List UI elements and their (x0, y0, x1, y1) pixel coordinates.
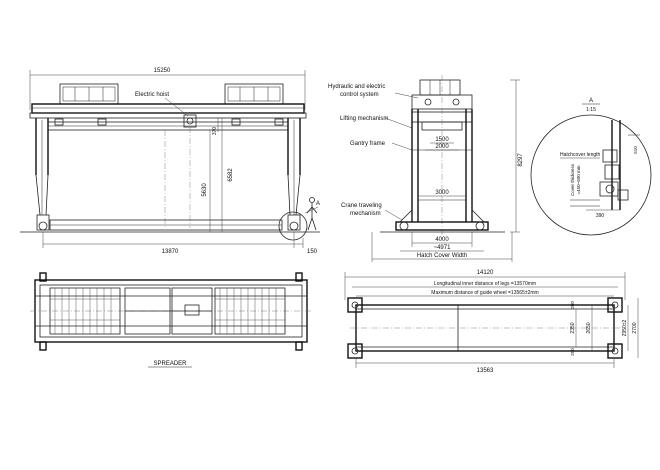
detail-structure: 510 (570, 120, 640, 210)
svg-text:Electric hoist: Electric hoist (135, 92, 169, 98)
spreader-panels (49, 287, 286, 335)
plan-dim-bottom: 13563 (355, 358, 615, 374)
svg-text:Hatchcover length: Hatchcover length (560, 152, 601, 158)
svg-text:2700: 2700 (632, 322, 638, 333)
svg-text:Crane traveling: Crane traveling (341, 203, 382, 209)
top-cabinet-right (224, 83, 284, 105)
svg-text:=450~600 mm: =450~600 mm (576, 165, 581, 194)
plan-dim-right: 2350 2650 2950±2 2700 200 200 (570, 298, 639, 358)
side-dim-4971: ~4971 (400, 245, 484, 252)
svg-text:Maximum distance of guide whee: Maximum distance of guide wheel =13565±2… (431, 290, 538, 296)
plan-view: 14120 Longitudinal inner distance of leg… (344, 270, 639, 374)
svg-text:390: 390 (596, 213, 605, 219)
side-dim-2000: 2000 (425, 144, 459, 151)
leg-left (35, 118, 50, 231)
dim-lift-height: 5630 (202, 130, 211, 232)
side-dim-1500: 1500 (430, 137, 454, 144)
side-travel-mechanism (380, 209, 505, 233)
side-view: Hydraulic and electric control system Li… (328, 75, 524, 262)
svg-text:Longitudinal inner distance of: Longitudinal inner distance of legs =135… (434, 281, 536, 287)
svg-text:2000: 2000 (435, 144, 449, 150)
dim-total-span: 15250 (29, 68, 306, 110)
spreader-view: SPREADER (30, 272, 312, 368)
svg-text:2350: 2350 (570, 322, 576, 333)
detail-a-marker: A (278, 201, 320, 241)
lower-girder (47, 118, 289, 131)
side-dim-height: 8297 (510, 79, 524, 233)
hatch-cover-load (49, 219, 283, 231)
svg-text:370: 370 (212, 127, 218, 136)
svg-text:SPREADER: SPREADER (153, 361, 187, 367)
plan-dim-overall: 14120 (344, 270, 626, 300)
dim-hoist-gap: 370 (212, 118, 219, 136)
svg-text:1500: 1500 (435, 137, 449, 143)
svg-text:A: A (316, 201, 320, 207)
svg-text:A: A (589, 98, 593, 104)
side-dim-4000: 4000 (411, 232, 473, 247)
svg-text:510: 510 (633, 146, 638, 154)
svg-text:200: 200 (570, 301, 575, 309)
side-dim-3000: 3000 (418, 190, 466, 197)
svg-text:3000: 3000 (435, 190, 449, 196)
svg-text:Cover thickness: Cover thickness (570, 163, 575, 196)
svg-text:control system: control system (340, 92, 379, 98)
svg-text:200: 200 (570, 348, 575, 356)
svg-text:13870: 13870 (162, 249, 179, 255)
dim-total-height: 6582 (221, 118, 234, 232)
plan-dim-inner-legs: Longitudinal inner distance of legs =135… (352, 281, 618, 288)
svg-text:2650: 2650 (586, 322, 592, 333)
svg-text:mechanism: mechanism (350, 211, 381, 217)
dim-rail-span: 13870 (42, 232, 295, 255)
top-girder (29, 103, 307, 119)
svg-text:Hatch Cover Width: Hatch Cover Width (417, 253, 467, 259)
svg-text:2950±2: 2950±2 (622, 319, 628, 336)
detail-a-view: A 1:15 Hatchcover length 510 Cover thick… (530, 98, 652, 236)
svg-text:8297: 8297 (518, 153, 524, 167)
operator-figure (306, 197, 318, 231)
plan-dim-guide-wheel: Maximum distance of guide wheel =13565±2… (356, 290, 614, 297)
svg-text:14120: 14120 (477, 270, 494, 276)
front-view: 15250 Electric hoist (20, 68, 320, 255)
svg-text:Hydraulic and electric: Hydraulic and electric (328, 84, 385, 90)
top-cabinet-left (59, 83, 119, 105)
side-gantry-frame (411, 75, 473, 240)
side-dim-hatch-width: Hatch Cover Width (371, 232, 513, 262)
svg-text:5630: 5630 (202, 183, 208, 197)
svg-text:Gantry frame: Gantry frame (350, 141, 386, 147)
svg-text:6582: 6582 (228, 168, 234, 182)
svg-text:15250: 15250 (154, 68, 171, 74)
svg-text:~4971: ~4971 (434, 245, 452, 251)
svg-text:150: 150 (307, 249, 318, 255)
leg-right (287, 118, 301, 231)
svg-text:Lifting mechanism: Lifting mechanism (340, 116, 388, 122)
svg-text:1:15: 1:15 (586, 107, 596, 113)
svg-text:13563: 13563 (477, 368, 494, 374)
dim-overhang: 150 (294, 238, 318, 255)
svg-text:4000: 4000 (435, 237, 449, 243)
